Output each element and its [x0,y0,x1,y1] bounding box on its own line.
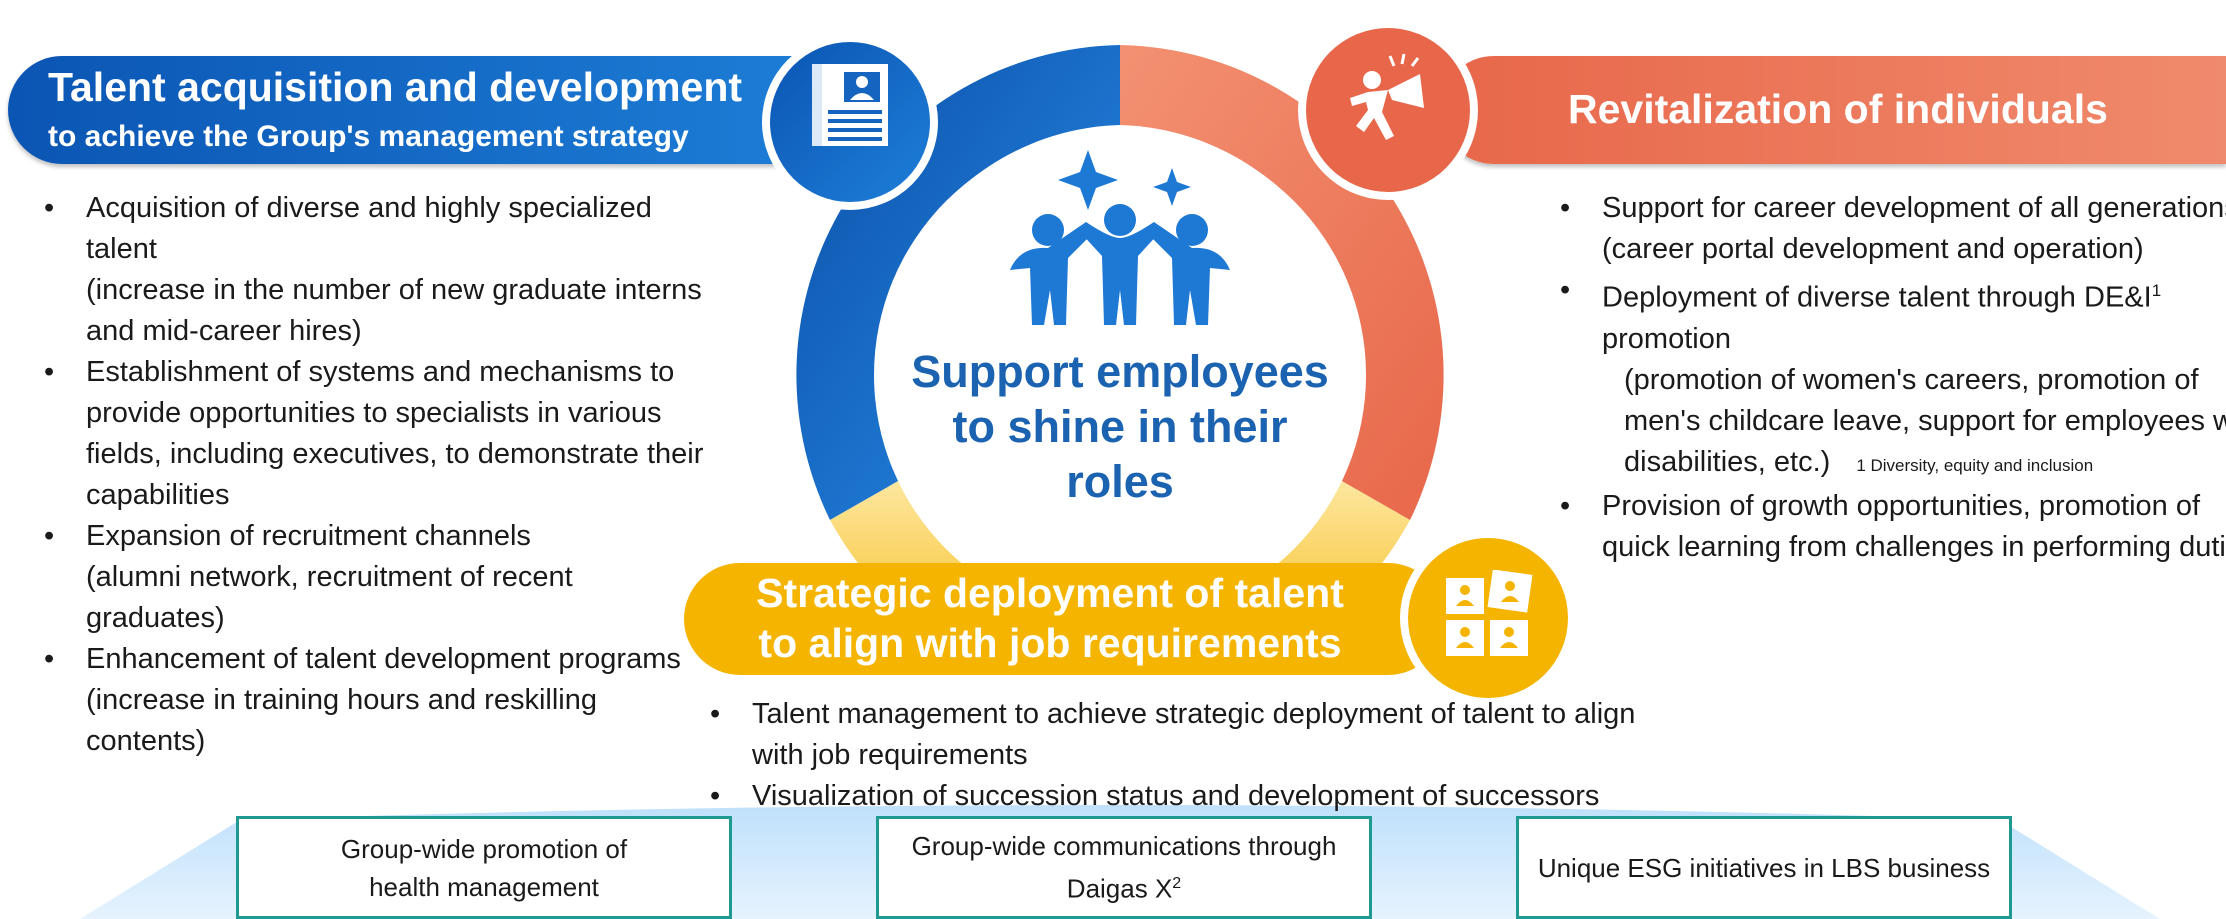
box-daigas-communications: Group-wide communications through Daigas… [876,816,1372,919]
box-health-management: Group-wide promotion of health managemen… [236,816,732,919]
bottom-list: Talent management to achieve strategic d… [706,694,1666,817]
box-esg-initiatives: Unique ESG initiatives in LBS business [1516,816,2012,919]
list-item: Talent management to achieve strategic d… [706,694,1666,776]
left-list: Acquisition of diverse and highly specia… [40,188,730,762]
right-banner-title: Revitalization of individuals [1568,86,2108,132]
list-item: Visualization of succession status and d… [706,776,1666,817]
megaphone-person-icon [1350,53,1424,140]
right-banner [1440,56,2226,164]
bottom-banner-title: Strategic deployment of talent to align … [720,568,1380,668]
list-item: Expansion of recruitment channels (alumn… [40,516,730,639]
list-item: Acquisition of diverse and highly specia… [40,188,730,352]
bottom-banner-line2: to align with job requirements [758,620,1342,666]
list-item: Provision of growth opportunities, promo… [1556,486,2226,568]
footnote: 1 Diversity, equity and inclusion [1856,455,2094,475]
profile-document-icon [812,64,888,146]
list-item: Establishment of systems and mechanisms … [40,352,730,516]
list-item: Support for career development of all ge… [1556,188,2226,270]
center-title-line1: Support employees [911,346,1329,397]
bottom-icon-disc [1408,538,1568,698]
team-celebration-icon [1010,150,1230,325]
list-item: Enhancement of talent development progra… [40,639,730,762]
bottom-banner [684,563,1444,675]
left-banner [8,56,808,164]
center-title-line2: to shine in their [952,401,1288,452]
left-banner-title: Talent acquisition and development [48,64,743,110]
list-item: Deployment of diverse talent through DE&… [1556,270,2226,486]
center-title-line3: roles [1066,456,1174,507]
right-list: Support for career development of all ge… [1556,188,2226,568]
right-icon-disc [1306,28,1470,192]
left-banner-subtitle: to achieve the Group's management strate… [48,120,689,153]
puzzle-people-icon [1446,570,1533,656]
center-title: Support employees to shine in their role… [900,344,1340,509]
bottom-banner-line1: Strategic deployment of talent [756,570,1344,616]
